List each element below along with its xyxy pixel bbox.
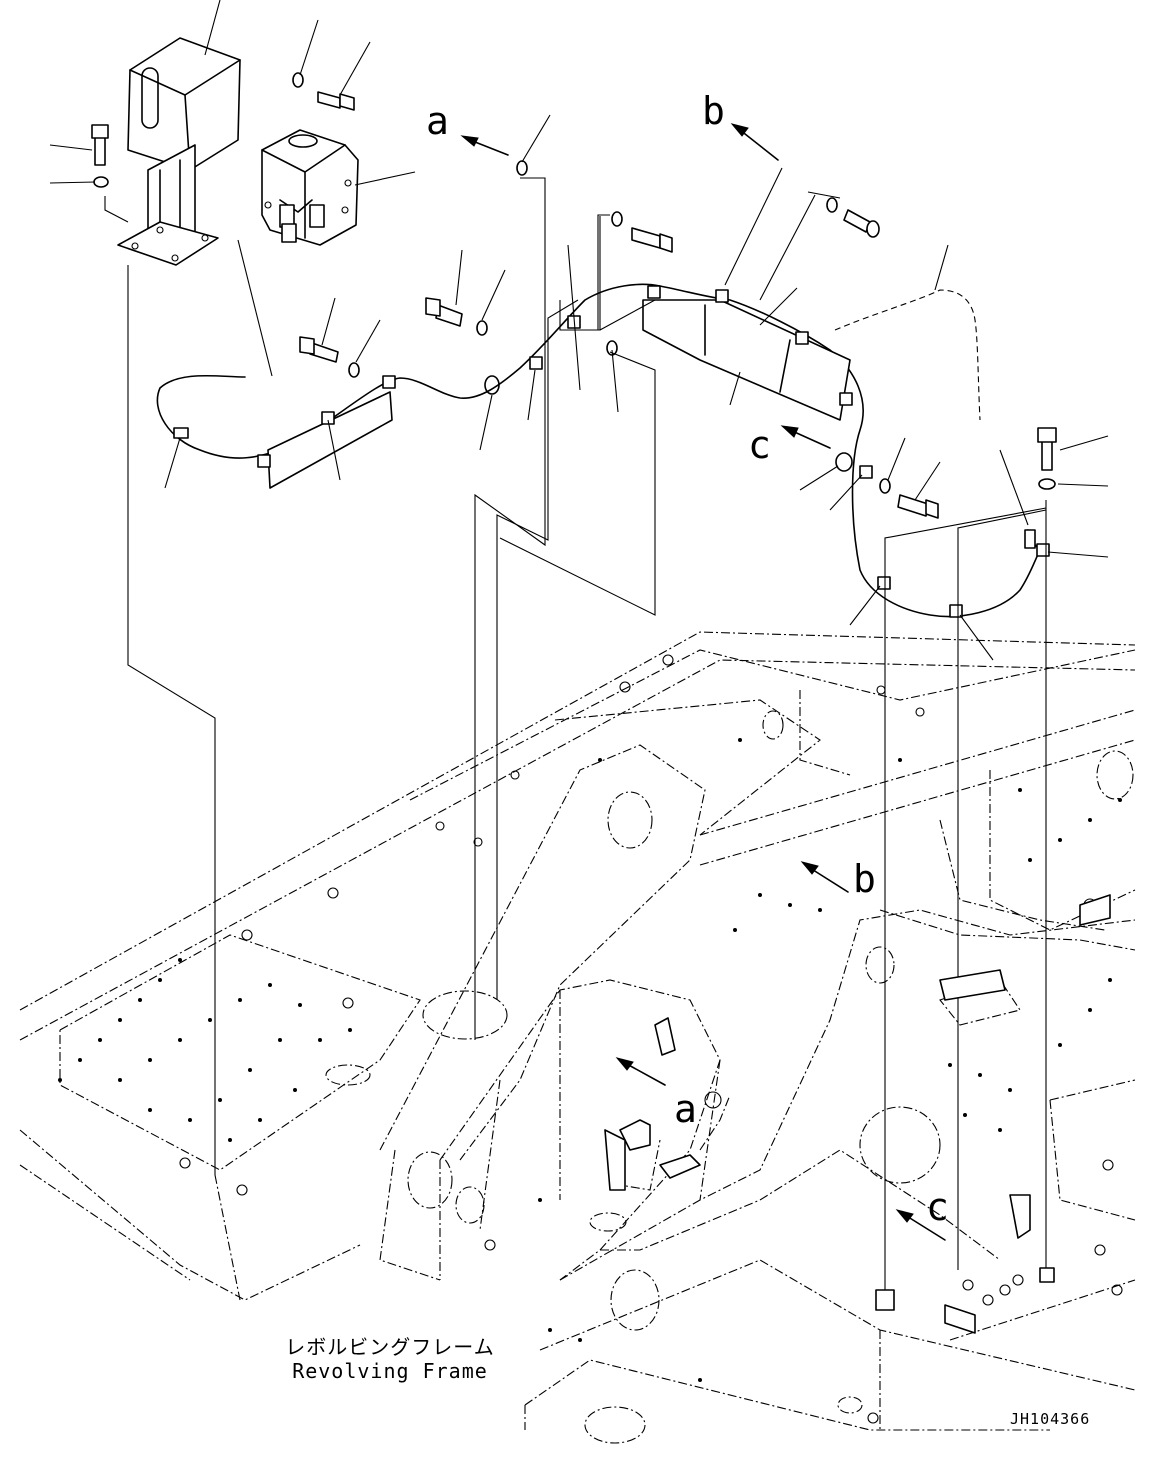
- reference-label-c-frame: c: [926, 1185, 949, 1229]
- revolving-frame-outline: [19, 631, 1136, 1444]
- reference-label-b-top: b: [702, 89, 725, 133]
- direction-arrows: [460, 123, 946, 1241]
- frame-fixtures: [604, 894, 1111, 1334]
- reference-label-a-top: a: [426, 99, 449, 143]
- reservoir-tank: [261, 129, 359, 246]
- reservoir-bracket: [117, 37, 241, 266]
- frame-caption-japanese: レボルビングフレーム: [285, 1335, 495, 1359]
- frame-caption-english: Revolving Frame: [292, 1359, 488, 1383]
- drawing-code: JH104366: [1010, 1410, 1091, 1428]
- reference-label-c-top: c: [748, 423, 771, 467]
- leader-lines: [49, 0, 1109, 661]
- frame-caption: レボルビングフレーム Revolving Frame: [270, 1335, 510, 1383]
- hose-routing: [156, 283, 1050, 618]
- bolts-washers: [91, 72, 1057, 519]
- frame-nuts: [179, 654, 1123, 1424]
- reference-label-b-frame: b: [853, 857, 876, 901]
- reference-label-a-frame: a: [674, 1087, 697, 1131]
- frame-holes: [58, 738, 1122, 1382]
- assembly-guides: [104, 177, 1047, 1290]
